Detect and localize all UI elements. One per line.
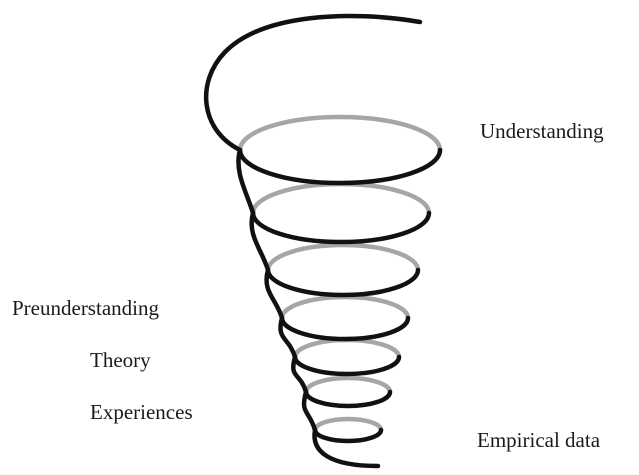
spiral-turn-3-back bbox=[265, 242, 421, 273]
spiral-front-strands bbox=[203, 13, 443, 469]
spiral-turn-7-front bbox=[312, 427, 384, 444]
spiral-turn-2-back bbox=[250, 181, 432, 216]
spiral-turn-6-back bbox=[303, 375, 393, 395]
label-preunderstanding: Preunderstanding bbox=[12, 296, 159, 320]
spiral-tip-tail bbox=[312, 427, 381, 469]
spiral-top-loop bbox=[203, 13, 423, 153]
spiral-turn-1-front bbox=[237, 147, 443, 186]
spiral-turn-2-front bbox=[250, 210, 432, 245]
spiral-link-6 bbox=[301, 389, 318, 433]
spiral-turn-1-back bbox=[237, 114, 443, 153]
spiral-turn-4-back bbox=[279, 294, 411, 321]
spiral-link-2 bbox=[249, 210, 271, 273]
spiral-turn-3-front bbox=[265, 267, 421, 298]
label-empirical-data: Empirical data bbox=[477, 428, 601, 452]
label-understanding: Understanding bbox=[480, 119, 604, 143]
spiral-turn-5-front bbox=[292, 354, 402, 377]
spiral-link-4 bbox=[278, 315, 298, 360]
spiral-turn-5-back bbox=[292, 337, 402, 360]
spiral-link-3 bbox=[264, 267, 285, 321]
label-theory: Theory bbox=[90, 348, 151, 372]
spiral-link-5 bbox=[291, 354, 309, 395]
spiral-link-1 bbox=[236, 147, 256, 216]
spiral-turn-4-front bbox=[279, 315, 411, 342]
spiral-turn-6-front bbox=[303, 389, 393, 409]
label-experiences: Experiences bbox=[90, 400, 193, 424]
spiral-turn-7-back bbox=[312, 416, 384, 433]
